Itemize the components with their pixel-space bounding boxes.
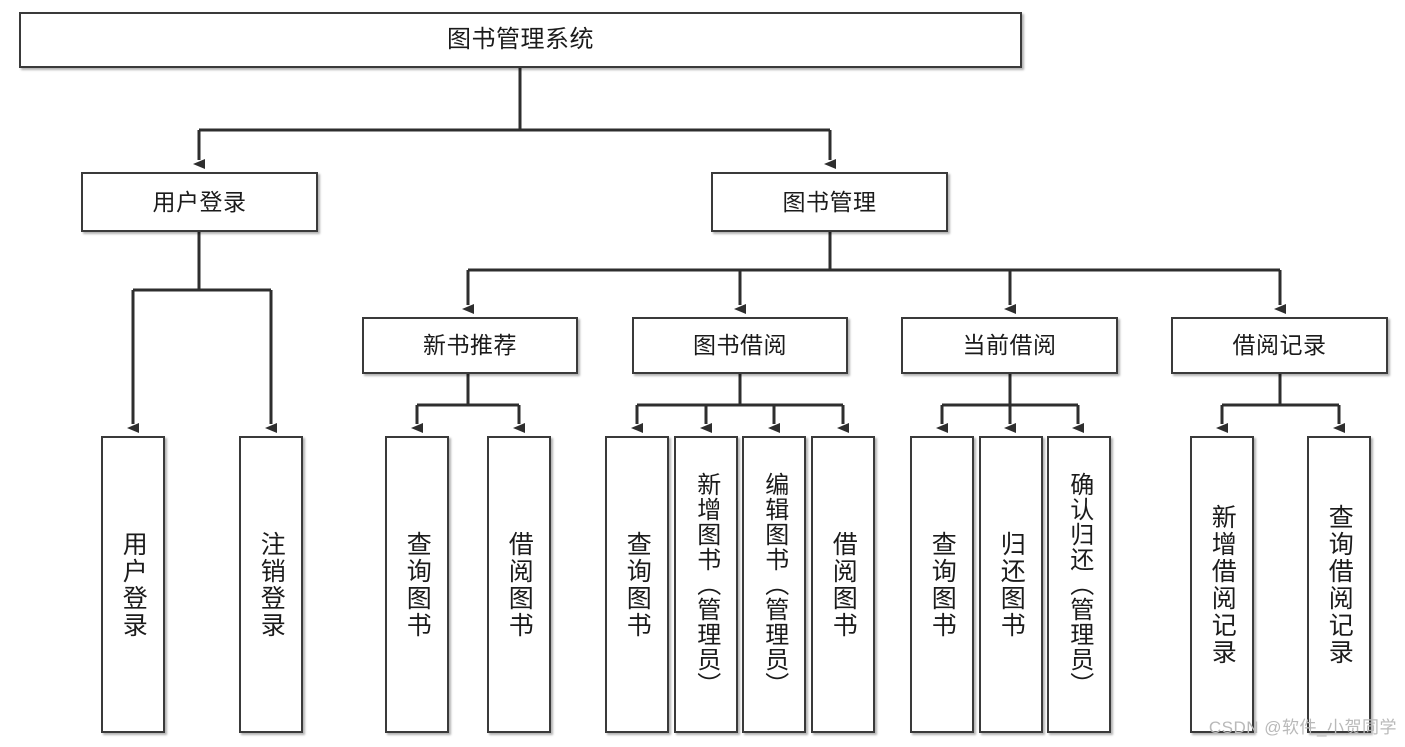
- leaf-query-book-borrow[interactable]: 查询图书: [605, 436, 669, 733]
- node-label: 查询图书: [623, 530, 652, 639]
- leaf-return-book[interactable]: 归还图书: [979, 436, 1043, 733]
- node-label: 查询图书: [928, 530, 957, 639]
- node-label: 用户登录: [119, 530, 148, 639]
- node-label: 注销登录: [257, 530, 286, 639]
- node-label: 图书借阅: [693, 332, 787, 358]
- node-label: 确认归还（管理员）: [1065, 472, 1093, 697]
- leaf-user-login[interactable]: 用户登录: [101, 436, 165, 733]
- leaf-add-book-admin[interactable]: 新增图书（管理员）: [674, 436, 738, 733]
- leaf-confirm-return-admin[interactable]: 确认归还（管理员）: [1047, 436, 1111, 733]
- node-label: 新书推荐: [423, 332, 517, 358]
- node-label: 新增借阅记录: [1208, 503, 1237, 666]
- leaf-query-book-current[interactable]: 查询图书: [910, 436, 974, 733]
- leaf-logout[interactable]: 注销登录: [239, 436, 303, 733]
- node-label: 当前借阅: [962, 332, 1057, 358]
- node-label: 查询借阅记录: [1325, 503, 1354, 666]
- node-borrow-record[interactable]: 借阅记录: [1171, 317, 1388, 374]
- node-new-book-recommend[interactable]: 新书推荐: [362, 317, 578, 374]
- watermark: CSDN @软件_小贺同学: [1208, 718, 1397, 737]
- leaf-edit-book-admin[interactable]: 编辑图书（管理员）: [742, 436, 806, 733]
- node-current-borrow[interactable]: 当前借阅: [901, 317, 1118, 374]
- node-user-login[interactable]: 用户登录: [81, 172, 318, 232]
- node-label: 借阅图书: [505, 530, 534, 639]
- leaf-add-borrow-record[interactable]: 新增借阅记录: [1190, 436, 1254, 733]
- node-book-management[interactable]: 图书管理: [711, 172, 948, 232]
- node-root-system[interactable]: 图书管理系统: [19, 12, 1022, 68]
- node-book-borrow[interactable]: 图书借阅: [632, 317, 848, 374]
- node-label: 借阅记录: [1232, 332, 1327, 358]
- leaf-borrow-book[interactable]: 借阅图书: [811, 436, 875, 733]
- node-label: 查询图书: [403, 530, 432, 639]
- node-label: 图书管理: [782, 188, 877, 215]
- leaf-query-book-recommend[interactable]: 查询图书: [385, 436, 449, 733]
- node-label: 用户登录: [152, 188, 247, 215]
- leaf-query-borrow-record[interactable]: 查询借阅记录: [1307, 436, 1371, 733]
- node-label: 借阅图书: [829, 530, 858, 639]
- leaf-borrow-book-recommend[interactable]: 借阅图书: [487, 436, 551, 733]
- node-label: 新增图书（管理员）: [692, 472, 720, 697]
- node-label: 编辑图书（管理员）: [760, 472, 788, 697]
- node-label: 归还图书: [997, 530, 1026, 639]
- node-label: 图书管理系统: [447, 26, 594, 53]
